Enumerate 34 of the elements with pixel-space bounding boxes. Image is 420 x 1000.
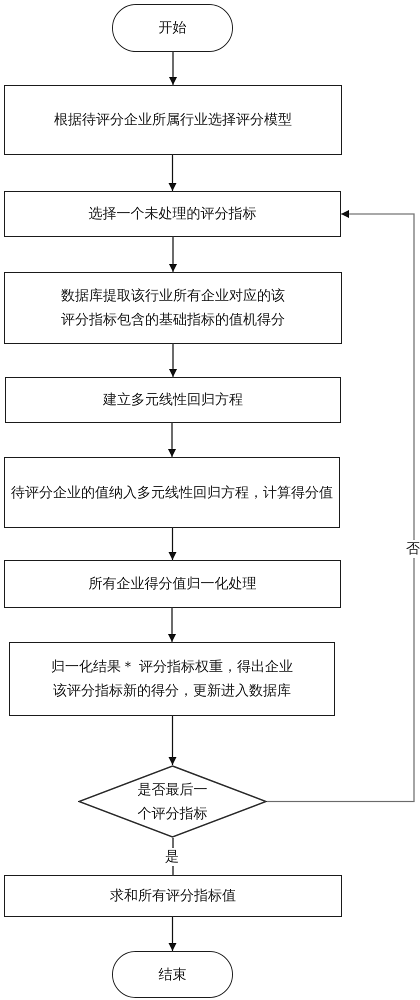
arrow bbox=[168, 423, 176, 457]
arrow bbox=[168, 528, 176, 560]
edge-label: 是 bbox=[165, 848, 179, 866]
arrow bbox=[169, 344, 177, 377]
node-text: 归一化结果＊ 评分指标权重，得出企业该评分指标新的得分，更新进入数据库 bbox=[50, 658, 294, 701]
node-text: 数据库提取该行业所有企业对应的该评分指标包含的基础指标的值机得分 bbox=[60, 287, 286, 330]
process-box bbox=[4, 85, 342, 155]
terminal-box bbox=[112, 4, 233, 52]
node-text: 开始 bbox=[158, 19, 186, 38]
process-box bbox=[4, 457, 340, 528]
terminal-box bbox=[112, 951, 233, 998]
arrow bbox=[168, 716, 176, 765]
decision-diamond bbox=[78, 765, 267, 838]
node-text: 建立多元线性回归方程 bbox=[103, 391, 243, 410]
arrow bbox=[267, 210, 415, 802]
node-text: 求和所有评分指标值 bbox=[110, 887, 236, 906]
edge-label: 否 bbox=[406, 540, 420, 558]
process-box bbox=[4, 191, 341, 237]
node-text: 结束 bbox=[158, 966, 186, 984]
node-text: 选择一个未处理的评分指标 bbox=[88, 205, 256, 224]
node-text: 是否最后一个评分指标 bbox=[136, 780, 208, 824]
node-text: 根据待评分企业所属行业选择评分模型 bbox=[54, 111, 292, 130]
arrow bbox=[168, 608, 176, 642]
arrow bbox=[168, 917, 176, 951]
process-box bbox=[4, 875, 342, 917]
node-text: 所有企业得分值归一化处理 bbox=[88, 575, 256, 594]
node-text: 待评分企业的值纳入多元线性回归方程，计算得分值 bbox=[11, 484, 333, 502]
process-box bbox=[4, 272, 342, 344]
process-box bbox=[4, 560, 341, 608]
arrow bbox=[168, 155, 176, 191]
process-box bbox=[9, 642, 335, 716]
process-box bbox=[5, 377, 341, 423]
arrow bbox=[169, 237, 177, 272]
arrow bbox=[169, 52, 177, 85]
